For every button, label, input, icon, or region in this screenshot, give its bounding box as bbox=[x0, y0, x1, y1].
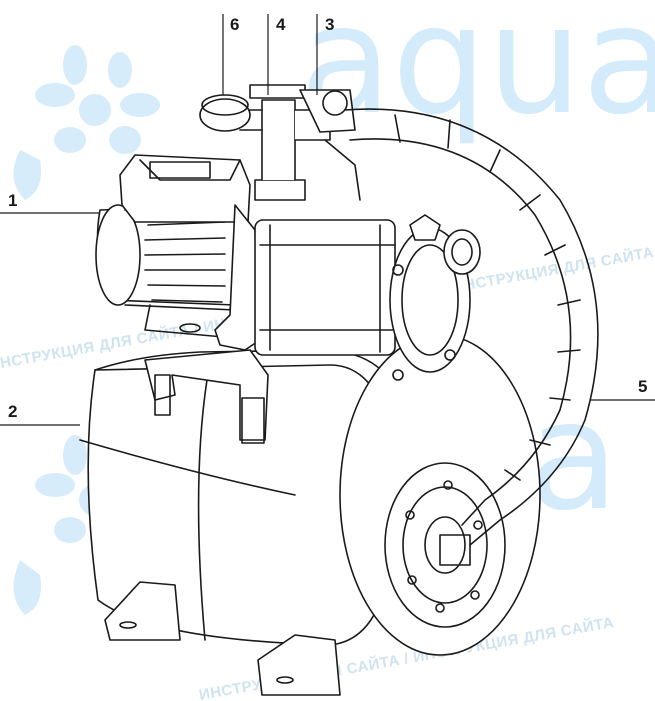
callouts: 1 2 3 4 5 6 bbox=[8, 15, 647, 421]
outlet-fittings bbox=[199, 84, 361, 201]
tank bbox=[79, 334, 541, 656]
callout-3: 3 bbox=[325, 15, 334, 34]
tank-feet bbox=[104, 581, 341, 696]
mount-bracket bbox=[144, 349, 269, 444]
control-unit bbox=[119, 154, 251, 223]
pump-housing bbox=[214, 204, 481, 381]
callout-2: 2 bbox=[8, 402, 17, 421]
motor bbox=[95, 204, 241, 339]
callout-5: 5 bbox=[638, 377, 647, 396]
flexible-hose bbox=[344, 108, 599, 546]
callout-6: 6 bbox=[230, 15, 239, 34]
leader-lines bbox=[0, 14, 655, 426]
watermark-logo-top: aqua bbox=[300, 0, 655, 148]
pump-drawing bbox=[79, 84, 599, 696]
callout-4: 4 bbox=[276, 15, 286, 34]
watermark-flower-top bbox=[13, 45, 160, 200]
callout-1: 1 bbox=[8, 191, 17, 210]
